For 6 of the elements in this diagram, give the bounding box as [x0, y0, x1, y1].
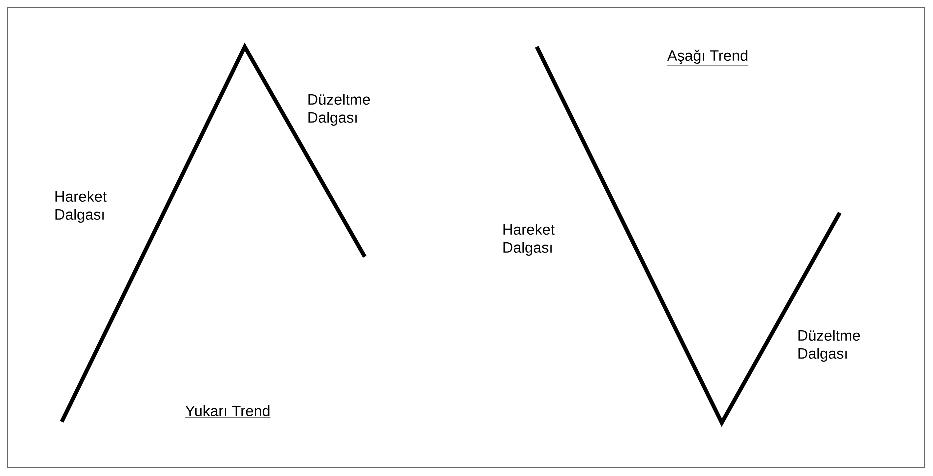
wave-label: Düzeltme Dalgası: [798, 330, 860, 362]
wave-label: Hareket Dalgası: [56, 191, 107, 223]
heading: Aşağı Trend: [667, 50, 749, 66]
wave-label: Hareket Dalgası: [504, 224, 555, 256]
heading: Yukarı Trend: [185, 406, 271, 418]
wave-label: Düzeltme Dalgası: [308, 94, 370, 126]
